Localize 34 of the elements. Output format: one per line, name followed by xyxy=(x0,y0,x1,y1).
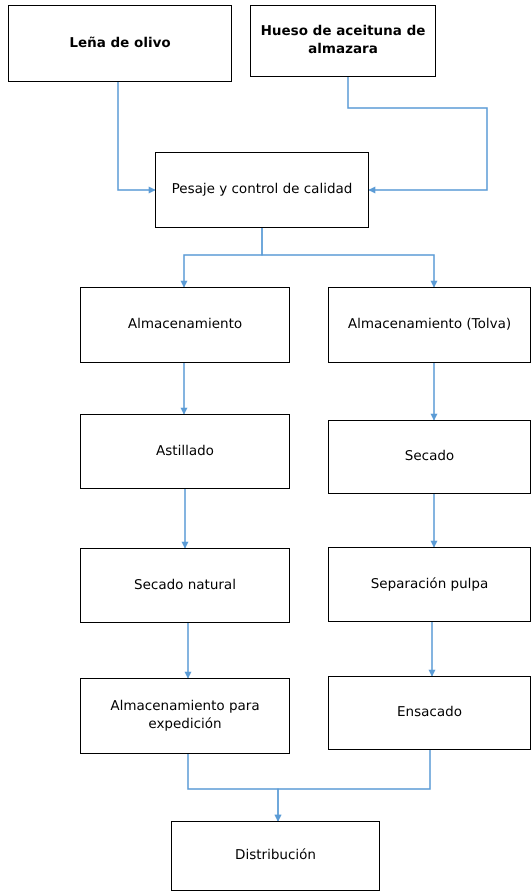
box-label: Almacenamiento para expedición xyxy=(109,698,261,734)
box-label: Pesaje y control de calidad xyxy=(172,181,352,199)
process-box xyxy=(8,5,232,82)
box-label: Separación pulpa xyxy=(370,576,488,594)
process-box xyxy=(80,678,290,754)
box-label: Almacenamiento (Tolva) xyxy=(348,316,512,334)
arrow xyxy=(430,363,438,421)
arrow xyxy=(180,363,188,415)
arrow xyxy=(274,750,431,822)
process-box xyxy=(328,420,531,494)
arrow xyxy=(347,77,488,194)
arrow xyxy=(117,82,156,194)
arrow xyxy=(430,494,438,548)
process-box xyxy=(250,5,436,77)
box-label: Hueso de aceituna de almazara xyxy=(260,23,426,59)
box-label: Almacenamiento xyxy=(128,316,242,334)
box-label: Distribución xyxy=(235,847,316,865)
box-label: Secado xyxy=(404,448,454,466)
arrow xyxy=(182,489,188,549)
box-label: Astillado xyxy=(156,442,214,460)
box-label: Leña de olivo xyxy=(69,34,171,52)
process-box xyxy=(155,152,369,228)
box-label: Ensacado xyxy=(397,704,462,722)
process-box xyxy=(328,287,531,363)
arrow xyxy=(184,623,192,679)
box-label: Secado natural xyxy=(134,576,236,594)
arrow xyxy=(428,622,436,677)
process-box xyxy=(328,676,531,750)
arrow xyxy=(261,228,438,288)
process-box xyxy=(80,548,290,623)
process-box xyxy=(80,414,290,489)
process-box xyxy=(328,547,531,622)
process-box xyxy=(171,821,380,891)
process-box xyxy=(80,287,290,363)
